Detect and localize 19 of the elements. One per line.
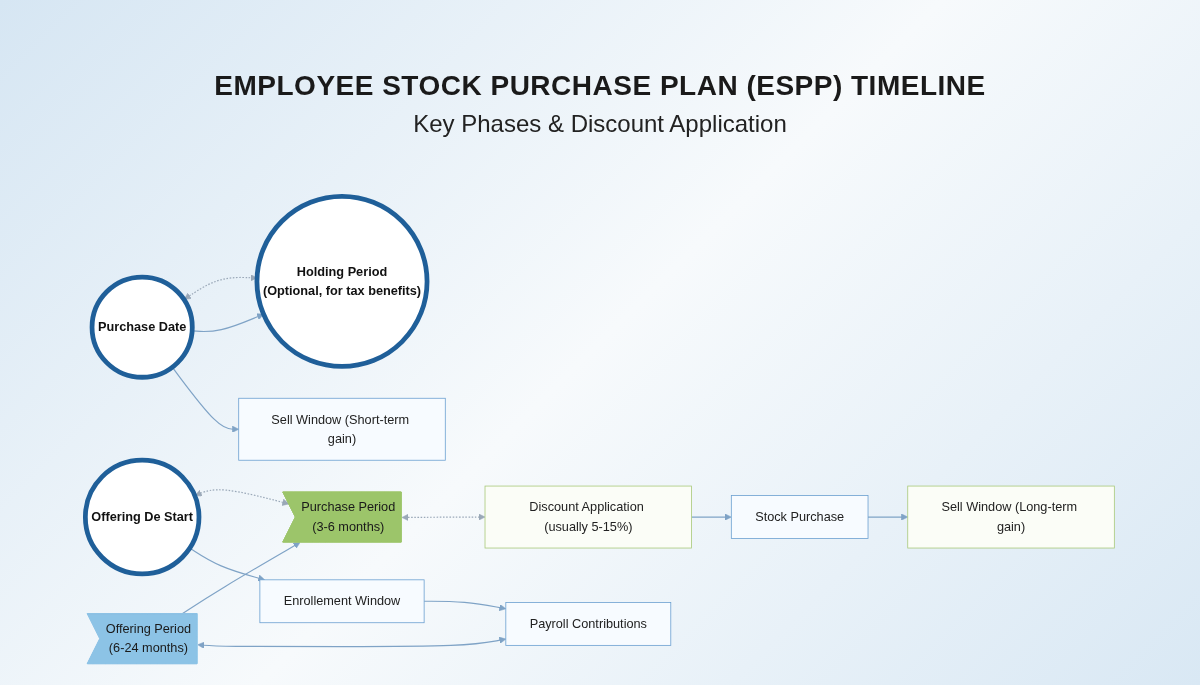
diagram-title: EMPLOYEE STOCK PURCHASE PLAN (ESPP) TIMELINE (214, 70, 986, 102)
node-box: Sell Window (Long-term gain) (907, 485, 1115, 549)
node-circle: Offering De Start (83, 457, 202, 577)
arrow (867, 513, 909, 521)
node-circle: Purchase Date (89, 274, 195, 380)
arrow (197, 636, 507, 649)
arrow (181, 542, 301, 615)
node-box: Enrollement Window (259, 579, 425, 624)
node-box: Payroll Contributions (505, 602, 672, 646)
arrow (691, 513, 732, 521)
arrow (401, 513, 486, 521)
node-box: Stock Purchase (731, 495, 869, 539)
node-box: Sell Window (Short-term gain) (238, 397, 446, 461)
arrow (189, 547, 266, 582)
arrow (423, 600, 507, 612)
node-circle: Holding Period (Optional, for tax benefits) (254, 193, 430, 369)
node-box: Discount Application (usually 5-15%) (484, 485, 693, 549)
subtitle: Key Phases & Discount Application (413, 110, 787, 138)
arrow (194, 489, 290, 506)
